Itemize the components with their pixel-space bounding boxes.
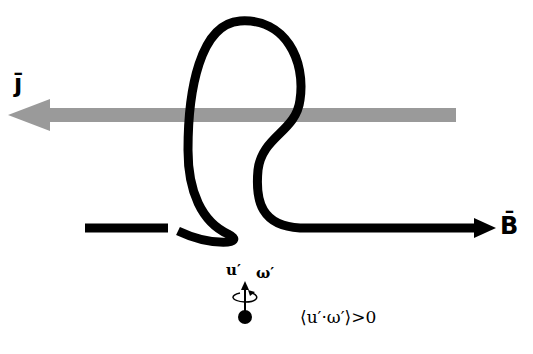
velocity-arrow xyxy=(244,288,246,312)
current-label: j̄ xyxy=(14,72,22,96)
fluid-parcel xyxy=(238,310,252,324)
current-arrow-shaft xyxy=(46,108,456,122)
current-arrow-head xyxy=(8,99,50,131)
vorticity-arrow-head xyxy=(248,290,255,296)
helicity-formula: ⟨u′·ω′⟩>0 xyxy=(300,309,376,326)
field-line-loop xyxy=(178,21,478,242)
field-line xyxy=(85,224,168,233)
velocity-arrow-head xyxy=(241,281,249,290)
velocity-label: u′ xyxy=(226,263,241,278)
field-label: B̄ xyxy=(500,214,518,238)
vorticity-label: ω′ xyxy=(256,266,274,281)
vorticity-arrow xyxy=(233,293,257,302)
field-arrow-head xyxy=(474,218,496,238)
